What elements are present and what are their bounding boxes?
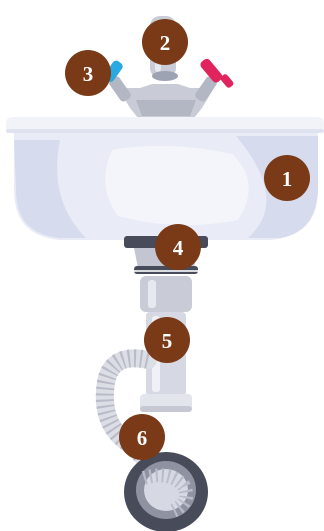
marker-label: 3 <box>83 62 94 86</box>
marker-tailpiece: 5 <box>144 317 190 363</box>
marker-faucet: 2 <box>142 19 188 65</box>
marker-label: 6 <box>137 426 148 450</box>
drain-gasket-ring <box>134 270 198 272</box>
trap-fitting <box>124 452 208 531</box>
tailpiece-upper-highlight <box>148 280 156 308</box>
marker-label: 1 <box>282 167 293 191</box>
marker-drain: 4 <box>155 224 201 270</box>
marker-cold-handle: 3 <box>65 50 111 96</box>
tailpiece-upper <box>140 276 192 312</box>
marker-basin: 1 <box>264 155 310 201</box>
basin-highlight <box>105 146 248 225</box>
marker-label: 4 <box>173 236 184 260</box>
faucet-spout-mouth <box>152 71 178 81</box>
marker-hose: 6 <box>119 414 165 460</box>
marker-label: 5 <box>162 329 173 353</box>
basin-rim-edge <box>6 129 324 133</box>
marker-label: 2 <box>160 31 171 55</box>
tailpiece-nut-shade <box>140 406 192 412</box>
faucet-base-shade <box>136 100 196 116</box>
